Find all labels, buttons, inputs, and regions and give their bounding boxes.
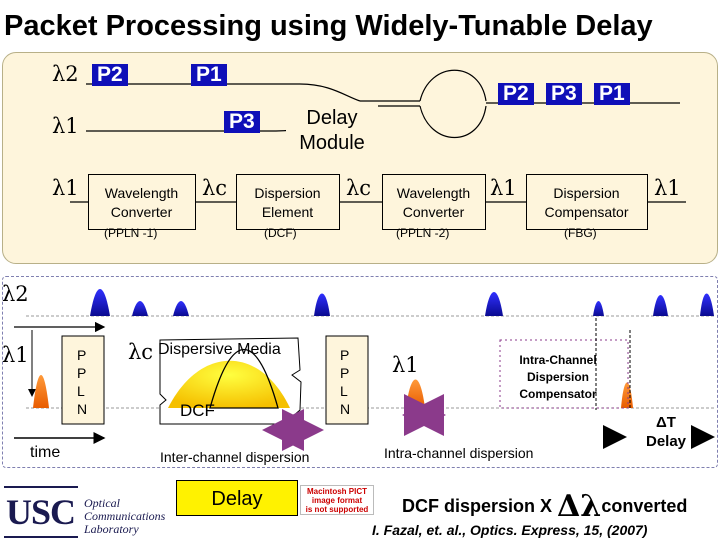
disp-sub: (DCF): [264, 226, 297, 240]
formula-prefix: DCF dispersion X: [402, 496, 558, 516]
dcf-label: DCF: [180, 401, 215, 420]
intra-comp-line1: Intra-Channel: [519, 353, 597, 367]
time-axis-label: time: [30, 444, 61, 461]
delay-module-box: Delay Module: [286, 104, 378, 158]
delay-module-line1: Delay: [306, 107, 358, 129]
wavelength-converter-2: Wavelength Converter: [382, 174, 486, 230]
lab-line3: Laboratory: [84, 522, 139, 536]
packet-p3: P3: [224, 111, 260, 133]
chain-lambda1-out: λ1: [654, 176, 681, 200]
page-title: Packet Processing using Widely-Tunable D…: [4, 10, 653, 42]
delay-box: Delay: [176, 480, 298, 516]
placeholder-line2: image format: [311, 496, 363, 505]
wc1-line1: Wavelength: [104, 185, 179, 201]
dispersion-element: Dispersion Element: [236, 174, 340, 230]
ppln1-c1: P: [77, 347, 87, 363]
ppln2-c2: P: [340, 365, 350, 381]
lambda2-label: λ2: [52, 62, 79, 86]
bottom-lambda1: λ1: [2, 343, 29, 367]
chain-lambda-c2: λc: [346, 176, 372, 200]
disp-line1: Dispersion: [254, 185, 321, 201]
intra-comp-line2: Dispersion: [526, 370, 589, 384]
dispersion-compensator: Dispersion Compensator: [526, 174, 648, 230]
wc1-line2: Converter: [110, 204, 173, 220]
delta-t-line2: Delay: [645, 433, 687, 450]
wc2-line1: Wavelength: [396, 185, 471, 201]
usc-logo: USC: [6, 492, 76, 532]
packet-p2: P2: [92, 64, 128, 86]
bottom-lambda2: λ2: [2, 282, 29, 306]
unsupported-image-placeholder: Macintosh PICT image format is not suppo…: [300, 485, 374, 515]
delay-module-line2: Module: [299, 132, 365, 154]
lab-line2: Communications: [84, 509, 166, 523]
bottom-lambda-c: λc: [128, 340, 154, 364]
ppln1-c4: N: [77, 401, 88, 417]
output-packet-1: P2: [498, 83, 534, 105]
ppln2-c1: P: [340, 347, 350, 363]
wc2-line2: Converter: [402, 204, 465, 220]
delay-box-label: Delay: [211, 488, 263, 510]
ppln1-c3: L: [77, 383, 85, 399]
dispersion-formula: DCF dispersion X Δλconverted: [402, 492, 687, 522]
ppln1-c2: P: [77, 365, 87, 381]
comp-line1: Dispersion: [553, 185, 620, 201]
ppln2-c3: L: [340, 383, 348, 399]
comp-sub: (FBG): [564, 226, 597, 240]
delta-t-line1: ΔT: [656, 414, 676, 431]
placeholder-line3: is not supported: [305, 505, 369, 514]
chain-lambda1-mid: λ1: [490, 176, 517, 200]
chain-lambda-c1: λc: [202, 176, 228, 200]
intra-comp-line3: Compensator: [519, 387, 597, 401]
packet-p1: P1: [191, 64, 227, 86]
wc2-sub: (PPLN -2): [396, 226, 450, 240]
dispersive-media-label: Dispersive Media: [158, 341, 281, 358]
lambda1-label: λ1: [52, 114, 79, 138]
wavelength-converter-1: Wavelength Converter: [88, 174, 196, 230]
output-packet-3: P1: [594, 83, 630, 105]
comp-line2: Compensator: [544, 204, 629, 220]
output-packet-2: P3: [546, 83, 582, 105]
disp-line2: Element: [261, 204, 314, 220]
ppln2-c4: N: [340, 401, 351, 417]
inter-channel-dispersion: Inter-channel dispersion: [160, 449, 310, 465]
intra-channel-dispersion: Intra-channel dispersion: [384, 445, 534, 461]
citation: I. Fazal, et. al., Optics. Express, 15, …: [372, 522, 648, 538]
bottom-lambda1-mid: λ1: [392, 353, 419, 377]
chain-lambda1-in: λ1: [52, 176, 79, 200]
wc1-sub: (PPLN -1): [104, 226, 158, 240]
placeholder-line1: Macintosh PICT: [306, 487, 367, 496]
formula-suffix: converted: [601, 496, 688, 516]
formula-delta-lambda: Δλ: [557, 489, 602, 524]
lab-line1: Optical: [84, 496, 120, 510]
